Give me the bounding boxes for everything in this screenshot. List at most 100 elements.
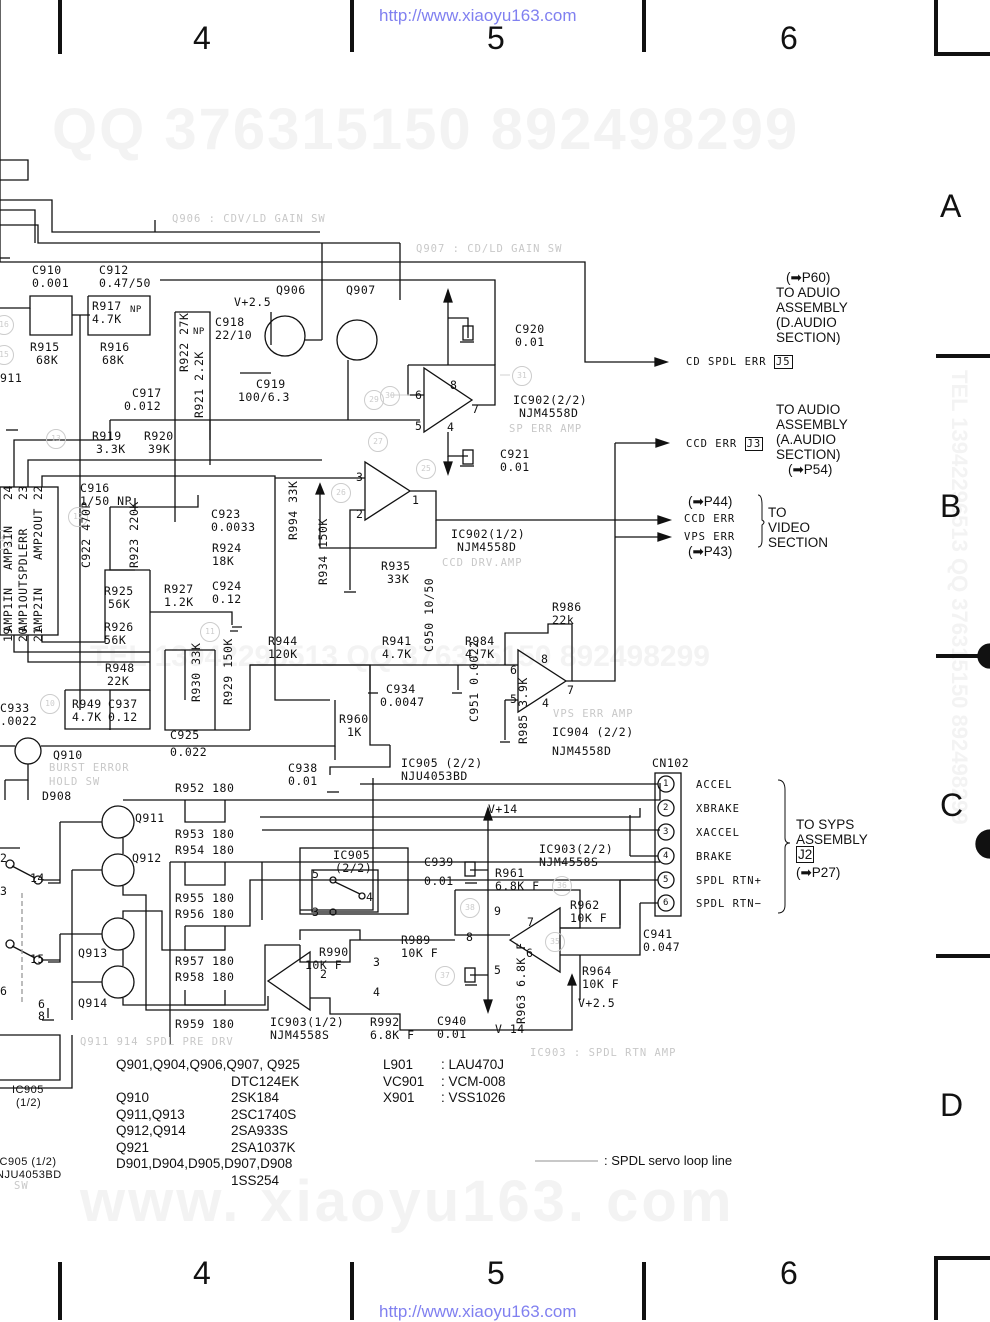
ic-pin-23: 23 xyxy=(16,485,30,500)
test-point: 13 xyxy=(46,429,66,449)
label-r958: R958 180 xyxy=(175,970,235,984)
section-label-vps-err-amp: VPS ERR AMP xyxy=(553,708,634,720)
label-r959: R959 180 xyxy=(175,1017,235,1031)
row-marker-c: C xyxy=(940,787,964,823)
row-marker-d: D xyxy=(940,1087,964,1123)
pin-ic904-8: 8 xyxy=(541,652,549,666)
cn102-pin-4-signal: BRAKE xyxy=(696,851,733,863)
page-ref-p43[interactable]: (➡P43) xyxy=(688,544,733,559)
label-ic905-2: IC905 (2/2)NJU4053BD xyxy=(401,756,483,783)
ic-pin-name-amp2out: AMP2OUT xyxy=(31,508,45,560)
test-point: 38 xyxy=(460,898,480,918)
parts-row: D901,D904,D905,D907,D908 xyxy=(116,1156,293,1171)
label-vminus14: V-14 xyxy=(495,1022,525,1036)
cn102-pin-5-signal: SPDL RTN+ xyxy=(696,875,762,887)
test-point: 31 xyxy=(512,366,532,386)
label-r921: R921 2.2K xyxy=(192,351,206,418)
url-bottom[interactable]: http://www.xiaoyu163.com xyxy=(379,1302,577,1321)
cn102-pin-3-num: 3 xyxy=(663,827,669,837)
pin-ic903-8: 8 xyxy=(466,930,474,944)
label-c951: C951 0.0022 xyxy=(467,640,481,722)
cn102-pin-4-num: 4 xyxy=(663,851,669,861)
label-ic902-2: IC902(2/2)NJM4558D xyxy=(513,393,588,420)
legend-spdl-servo-loop: : SPDL servo loop line xyxy=(604,1153,733,1168)
section-label-spdl-pre-drv: Q911 914 SPDL PRE DRV xyxy=(80,1036,234,1048)
pin-sw-8: 8 xyxy=(38,1009,46,1023)
test-point: 26 xyxy=(331,483,351,503)
pin-6: 6 xyxy=(415,388,423,402)
test-point: 25 xyxy=(416,459,436,479)
url-top[interactable]: http://www.xiaoyu163.com xyxy=(379,6,577,25)
label-q914: Q914 xyxy=(78,996,108,1010)
pin-2: 2 xyxy=(356,507,364,521)
test-point: 11 xyxy=(200,622,220,642)
test-point: 27 xyxy=(368,432,388,452)
test-point: 36 xyxy=(552,876,572,896)
pin-sw-14: 14 xyxy=(30,871,45,885)
cn102-pin-6-signal: SPDL RTN− xyxy=(696,898,762,910)
label-vplus25-top: V+2.5 xyxy=(234,295,272,309)
column-marker-4-bottom: 4 xyxy=(193,1255,211,1291)
label-r957: R957 180 xyxy=(175,954,235,968)
cn102-pin-1-signal: ACCEL xyxy=(696,779,733,791)
parts-row: VC901: VCM-008 xyxy=(383,1073,506,1089)
page-ref-p27[interactable]: (➡P27) xyxy=(796,865,841,880)
pin-ic903-6: 6 xyxy=(526,946,534,960)
label-ic904: IC904 (2/2)NJM4558D xyxy=(552,725,634,758)
column-marker-6-top: 6 xyxy=(780,20,798,56)
test-point: 10 xyxy=(40,694,60,714)
pin-ic904-7: 7 xyxy=(567,683,575,697)
label-r952: R952 180 xyxy=(175,781,235,795)
page-ref-p60[interactable]: (➡P60) xyxy=(786,270,831,285)
ic-pin-22: 22 xyxy=(31,485,45,500)
section-label-spdl-rtn-amp: IC903 : SPDL RTN AMP xyxy=(530,1047,677,1059)
test-point: 15 xyxy=(0,345,14,365)
label-r955: R955 180 xyxy=(175,891,235,905)
label-r922: R922 27K xyxy=(177,312,191,372)
label-r985: R985 3.9K xyxy=(516,677,530,744)
page-ref-p44[interactable]: (➡P44) xyxy=(688,494,733,509)
ground-symbols xyxy=(6,341,510,1021)
label-ic903-2: IC903(2/2)NJM4558S xyxy=(539,842,614,869)
pin-4: 4 xyxy=(447,420,455,434)
pin-sw-6a: 6 xyxy=(0,984,8,998)
section-label-hold-sw: HOLD SW xyxy=(49,776,101,788)
cn102-pin-2-signal: XBRAKE xyxy=(696,803,740,815)
pin-ic904-6: 6 xyxy=(510,663,518,677)
label-ic903-1: IC903(1/2)NJM4558S xyxy=(270,1015,345,1042)
pin-ic903-5: 5 xyxy=(494,963,502,977)
output-ccd-err-video: CCD ERR xyxy=(684,513,736,525)
label-q913: Q913 xyxy=(78,946,108,960)
pin-sw-6b: 6 xyxy=(38,997,46,1011)
parts-row: Q901,Q904,Q906,Q907, Q925 xyxy=(116,1057,300,1072)
label-c922: C922 470P xyxy=(79,501,93,568)
label-c918-np: NP xyxy=(193,327,205,337)
page-ref-p54[interactable]: (➡P54) xyxy=(788,462,833,477)
parts-row: DTC124EK xyxy=(231,1073,300,1089)
pin-ic905-4: 4 xyxy=(366,890,374,904)
parts-row: L901: LAU470J xyxy=(383,1057,505,1072)
pin-sw-15: 15 xyxy=(30,952,45,966)
